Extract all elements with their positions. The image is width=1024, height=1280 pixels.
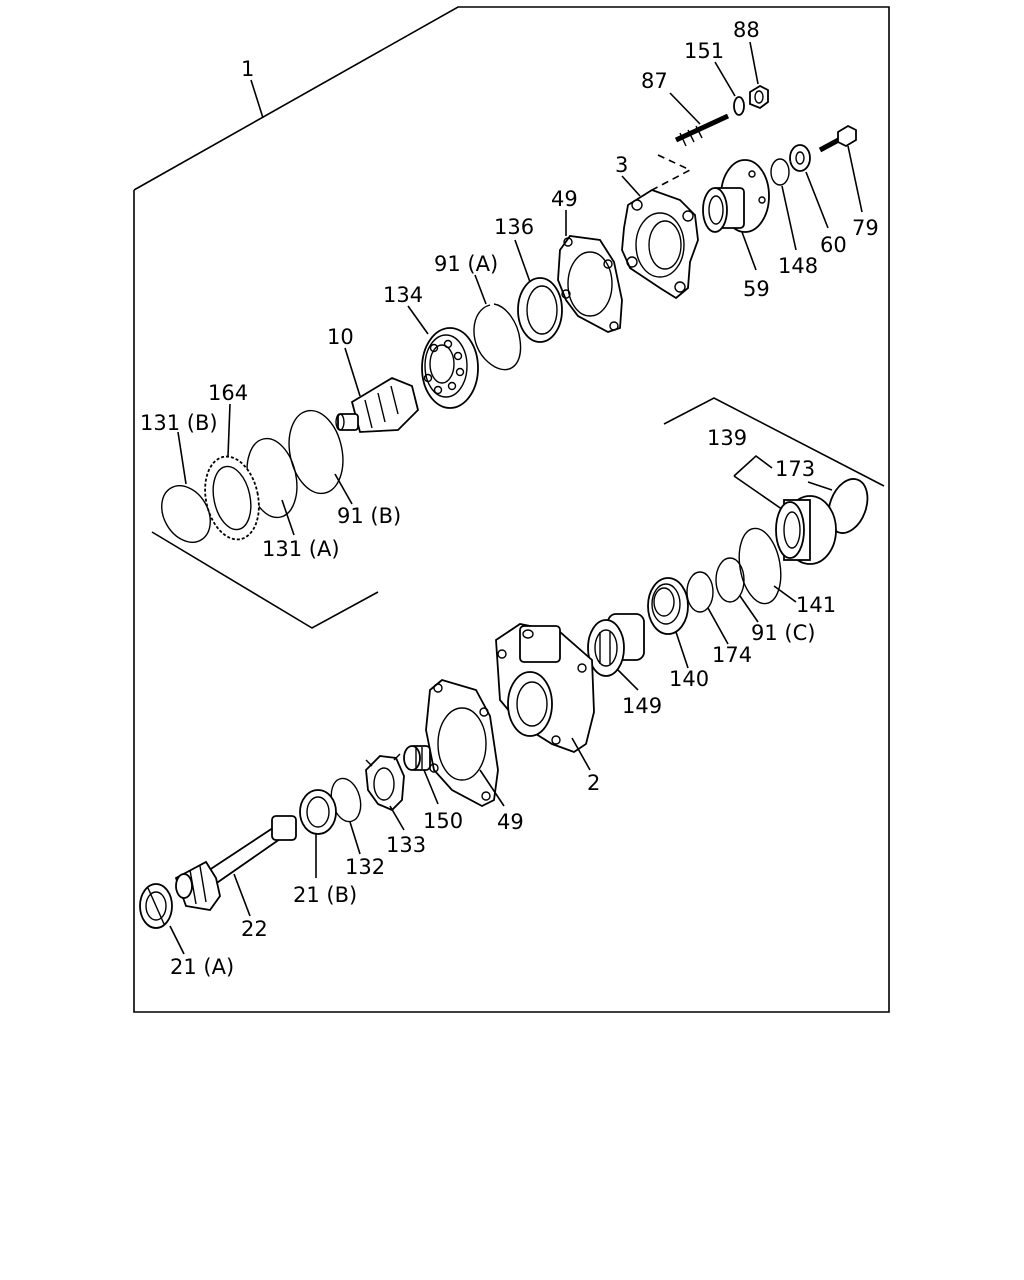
housing-2	[495, 623, 595, 754]
leader-91a	[474, 274, 487, 305]
label-149: 149	[622, 694, 662, 718]
leader-22	[233, 873, 251, 917]
label-91a: 91 (A)	[434, 252, 498, 276]
washer-60	[789, 144, 811, 172]
washer-151	[733, 96, 745, 116]
leader-149	[617, 669, 639, 691]
label-3: 3	[615, 153, 628, 177]
leader-148	[781, 185, 797, 251]
leader-60	[805, 171, 829, 229]
leader-91b	[334, 473, 353, 505]
leader-3	[621, 175, 641, 197]
leader-10	[344, 347, 361, 397]
bearing-134	[421, 327, 479, 409]
label-2: 2	[587, 771, 600, 795]
label-10: 10	[327, 325, 354, 349]
gasket-49-lower	[425, 679, 499, 808]
leader-140	[675, 631, 689, 669]
label-139: 139	[707, 426, 747, 450]
label-88: 88	[733, 18, 760, 42]
leader-88	[749, 41, 759, 85]
label-133: 133	[386, 833, 426, 857]
label-131b: 131 (B)	[140, 411, 218, 435]
bracket-upper-group	[151, 531, 379, 629]
ring-174	[686, 571, 714, 613]
leader-87	[669, 92, 701, 125]
leader-150	[423, 769, 439, 805]
assembly-frame	[133, 6, 890, 1013]
bolt-79	[818, 124, 857, 153]
snap-ring-91c	[715, 557, 745, 603]
housing-139	[775, 495, 837, 565]
gasket-49-upper	[557, 235, 623, 333]
snap-ring-91a	[473, 303, 522, 371]
stud-routing-dashed	[651, 154, 692, 191]
leader-21a	[169, 925, 185, 955]
leader-164	[227, 403, 231, 457]
label-173: 173	[775, 457, 815, 481]
leader-134	[407, 305, 429, 335]
synchronizer-133	[365, 753, 405, 812]
leader-174	[707, 607, 729, 645]
label-131a: 131 (A)	[262, 537, 340, 561]
leader-173	[807, 481, 833, 491]
stud-87	[674, 113, 730, 147]
label-22: 22	[241, 917, 268, 941]
leader-91c	[739, 595, 759, 623]
label-164: 164	[208, 381, 248, 405]
leader-59	[741, 231, 757, 271]
bracket-right-group	[663, 397, 885, 487]
leader-131b	[177, 431, 187, 485]
label-60: 60	[820, 233, 847, 257]
seal-136	[517, 277, 563, 343]
label-150: 150	[423, 809, 463, 833]
label-140: 140	[669, 667, 709, 691]
leader-49-lower	[479, 769, 505, 807]
o-ring-148	[770, 158, 790, 186]
leader-132	[349, 821, 361, 855]
label-49-lower: 49	[497, 810, 524, 834]
label-141: 141	[796, 593, 836, 617]
label-91b: 91 (B)	[337, 504, 401, 528]
flange-59	[702, 159, 770, 233]
label-21b: 21 (B)	[293, 883, 357, 907]
label-59: 59	[743, 277, 770, 301]
label-132: 132	[345, 855, 385, 879]
leader-136	[514, 239, 531, 283]
bearing-21a	[139, 883, 173, 929]
leader-1	[250, 79, 264, 119]
label-136: 136	[494, 215, 534, 239]
label-87: 87	[641, 69, 668, 93]
label-134: 134	[383, 283, 423, 307]
bearing-164	[204, 455, 260, 541]
bearing-150	[403, 745, 431, 771]
label-21a: 21 (A)	[170, 955, 234, 979]
leader-131a	[281, 499, 295, 536]
leader-79	[847, 145, 863, 213]
ring-141	[738, 527, 782, 605]
bracket-139	[733, 454, 773, 477]
leader-151	[714, 61, 736, 97]
ring-131b	[161, 485, 211, 543]
label-79: 79	[852, 216, 879, 240]
bearing-140	[647, 577, 689, 635]
bearing-149	[587, 613, 645, 677]
leader-141	[773, 585, 797, 603]
label-148: 148	[778, 254, 818, 278]
countershaft-22	[174, 815, 297, 911]
leader-139	[733, 475, 787, 513]
retainer-3	[621, 189, 699, 300]
leader-133	[389, 805, 405, 831]
label-49-upper: 49	[551, 187, 578, 211]
label-151: 151	[684, 39, 724, 63]
label-91c: 91 (C)	[751, 621, 815, 645]
leader-2	[571, 737, 591, 771]
label-1: 1	[241, 57, 254, 81]
seal-173	[827, 478, 869, 534]
shaft-10	[335, 376, 419, 433]
nut-88	[749, 84, 769, 110]
label-174: 174	[712, 643, 752, 667]
bearing-21b	[299, 789, 337, 835]
